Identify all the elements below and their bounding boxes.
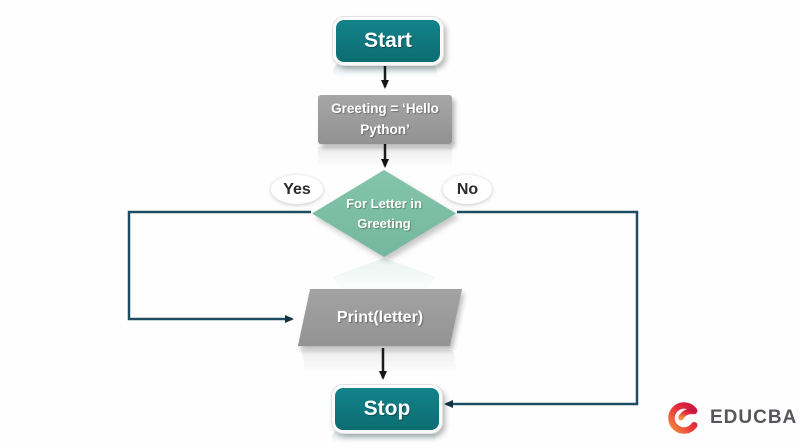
assign-label: Greeting = ‘Hello Python’ <box>331 100 439 137</box>
no-text: No <box>456 180 479 198</box>
stop-reflection <box>332 430 436 446</box>
assign-node: Greeting = ‘Hello Python’ <box>318 95 452 144</box>
educba-logo-icon <box>668 402 698 434</box>
yes-text: Yes <box>283 180 311 198</box>
print-node: Print(letter) <box>297 289 463 346</box>
start-label: Start <box>364 29 412 52</box>
yes-branch-label: Yes <box>271 175 323 204</box>
no-branch-label: No <box>443 175 492 204</box>
connector-yes-loop <box>127 210 311 323</box>
educba-brand: EDUCBA <box>664 398 797 438</box>
decision-node: For Letter in Greeting <box>312 170 456 257</box>
print-label: Print(letter) <box>336 308 424 326</box>
stop-node: Stop <box>332 385 442 433</box>
start-node: Start <box>333 17 443 65</box>
connector-no-branch <box>444 210 639 408</box>
decision-label: For Letter in Greeting <box>346 196 422 231</box>
educba-wordmark: EDUCBA <box>710 407 798 428</box>
stop-label: Stop <box>363 397 411 420</box>
